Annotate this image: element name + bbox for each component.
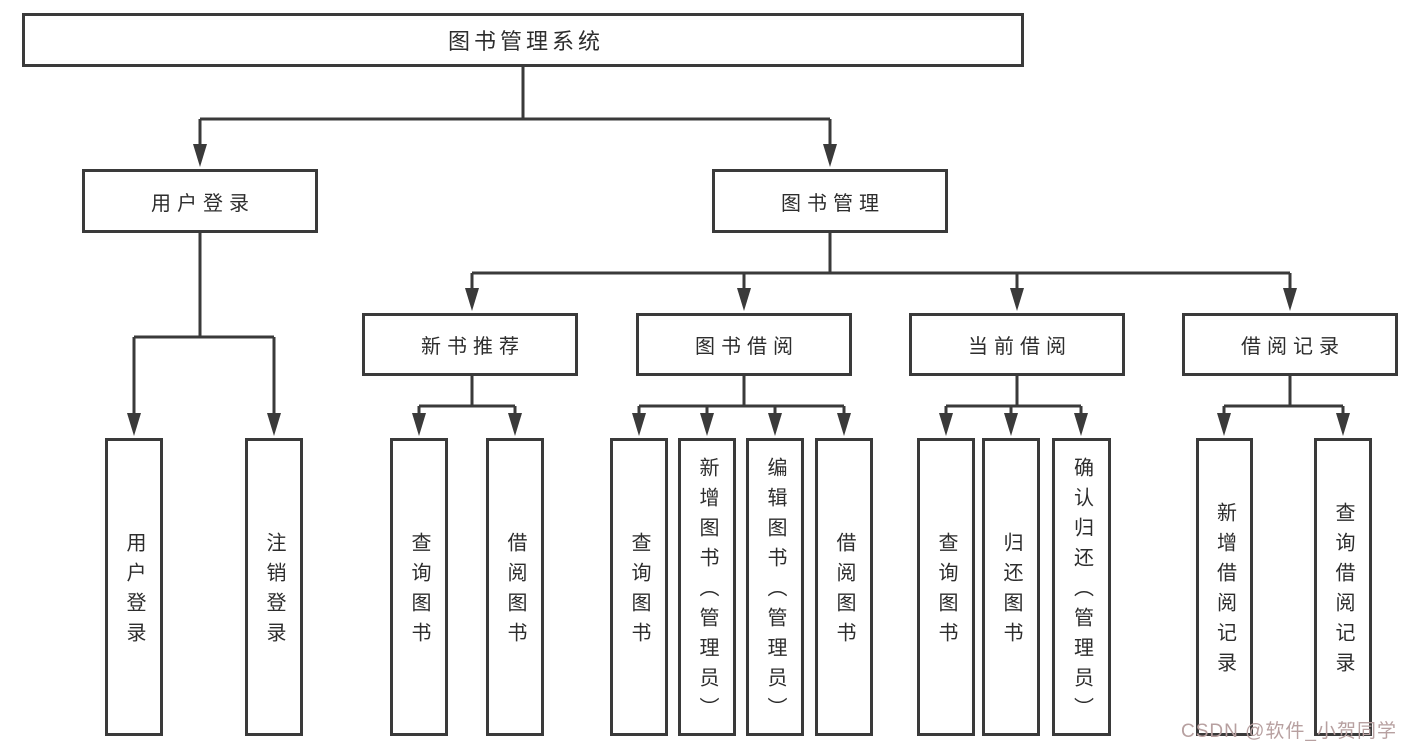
node-label: 图书借阅 <box>695 336 799 358</box>
leaf-newbook-borrow-books: 借阅图书 <box>486 438 544 736</box>
node-book-management-module: 图书管理 <box>712 169 948 233</box>
leaf-current-confirm-return-admin: 确认归还（管理员） <box>1052 438 1111 736</box>
leaf-records-query-record: 查询借阅记录 <box>1314 438 1372 736</box>
node-user-login-module: 用户登录 <box>82 169 318 233</box>
arrowheads <box>127 144 1350 436</box>
leaf-borrowing-query-books: 查询图书 <box>610 438 668 736</box>
node-label: 借阅图书 <box>833 532 855 652</box>
leaf-records-add-record: 新增借阅记录 <box>1196 438 1253 736</box>
csdn-watermark: CSDN @软件_小贺同学 <box>1181 721 1397 742</box>
node-book-borrowing: 图书借阅 <box>636 313 852 376</box>
leaf-borrowing-edit-books-admin: 编辑图书（管理员） <box>746 438 804 736</box>
node-label: 新增借阅记录 <box>1213 502 1236 682</box>
node-label: 借阅图书 <box>504 532 526 652</box>
node-label: 新书推荐 <box>421 336 525 358</box>
node-label: 确认归还（管理员） <box>1070 457 1093 727</box>
leaf-newbook-query-books: 查询图书 <box>390 438 448 736</box>
leaf-logout: 注销登录 <box>245 438 303 736</box>
node-label: 查询图书 <box>408 532 430 652</box>
node-new-book-recommend: 新书推荐 <box>362 313 578 376</box>
leaf-borrowing-borrow-books: 借阅图书 <box>815 438 873 736</box>
node-label: 归还图书 <box>1000 532 1022 652</box>
node-label: 用户登录 <box>151 192 255 215</box>
node-label: 当前借阅 <box>968 336 1072 358</box>
node-label: 用户登录 <box>123 532 145 652</box>
node-label: 借阅记录 <box>1241 336 1345 358</box>
connector-segments <box>132 67 1345 415</box>
node-label: 查询图书 <box>935 532 957 652</box>
node-label: 编辑图书（管理员） <box>764 457 786 727</box>
node-label: 图书管理系统 <box>447 29 604 54</box>
node-current-borrowing: 当前借阅 <box>909 313 1125 376</box>
node-borrow-records: 借阅记录 <box>1182 313 1398 376</box>
node-root-system: 图书管理系统 <box>22 13 1024 67</box>
node-label: 注销登录 <box>263 532 285 652</box>
node-label: 查询借阅记录 <box>1332 502 1354 682</box>
leaf-borrowing-add-books-admin: 新增图书（管理员） <box>678 438 736 736</box>
node-label: 新增图书（管理员） <box>696 457 718 727</box>
leaf-user-login: 用户登录 <box>105 438 163 736</box>
leaf-current-query-books: 查询图书 <box>917 438 975 736</box>
node-label: 图书管理 <box>781 192 885 215</box>
node-label: 查询图书 <box>628 532 650 652</box>
leaf-current-return-books: 归还图书 <box>982 438 1040 736</box>
